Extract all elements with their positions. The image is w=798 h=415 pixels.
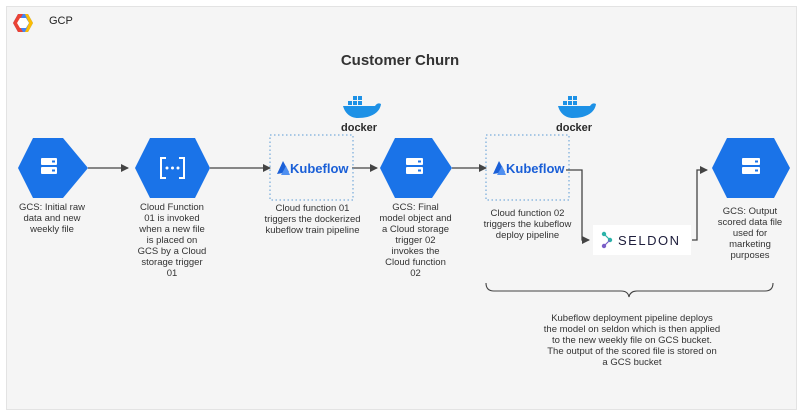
gcs-raw-node bbox=[18, 138, 88, 198]
cf01-caption: Cloud Function 01 is invoked when a new … bbox=[137, 202, 207, 279]
kubeflow-deploy-caption: Cloud function 02 triggers the kubeflow … bbox=[483, 208, 572, 241]
diagram-frame bbox=[6, 6, 797, 410]
kubeflow-train-caption: Cloud function 01 triggers the dockerize… bbox=[264, 203, 361, 236]
gcs-model-caption: GCS: Final model object and a Cloud stor… bbox=[379, 202, 452, 279]
kubeflow-train-node: Kubeflow bbox=[269, 134, 354, 201]
deployment-brace bbox=[485, 282, 774, 298]
storage-icon bbox=[742, 158, 760, 174]
cloud-function-01-node bbox=[135, 138, 210, 198]
gcs-raw-caption: GCS: Initial raw data and new weekly fil… bbox=[19, 202, 85, 235]
kubeflow-logo-icon bbox=[493, 161, 506, 175]
diagram-title: Customer Churn bbox=[340, 52, 460, 69]
docker-label-train: docker bbox=[341, 122, 378, 134]
arrow-kubeflow-deploy-to-seldon bbox=[566, 169, 590, 244]
kubeflow-train-label: Kubeflow bbox=[290, 161, 349, 176]
docker-whale-icon bbox=[558, 96, 596, 118]
kubeflow-logo-icon bbox=[277, 161, 290, 175]
kubeflow-deploy-label: Kubeflow bbox=[506, 161, 565, 176]
gcs-output-node bbox=[712, 138, 790, 198]
gcp-label: GCP bbox=[49, 15, 73, 27]
seldon-logo-icon bbox=[601, 231, 613, 249]
gcs-output-caption: GCS: Output scored data file used for ma… bbox=[717, 206, 783, 261]
seldon-node: SELDON bbox=[593, 225, 691, 255]
storage-icon bbox=[41, 158, 57, 174]
docker-label-deploy: docker bbox=[556, 122, 593, 134]
gcp-logo-icon bbox=[13, 14, 33, 32]
docker-logo-train: docker bbox=[341, 96, 381, 134]
kubeflow-deploy-node: Kubeflow bbox=[485, 134, 570, 201]
docker-logo-deploy: docker bbox=[556, 96, 596, 134]
arrow-seldon-to-gcs-output bbox=[692, 166, 708, 241]
gcs-model-node bbox=[380, 138, 452, 198]
seldon-label: SELDON bbox=[618, 233, 680, 248]
storage-icon bbox=[406, 158, 423, 174]
docker-whale-icon bbox=[343, 96, 381, 118]
brace-note: Kubeflow deployment pipeline deploys the… bbox=[543, 313, 721, 368]
cloud-function-icon bbox=[160, 157, 185, 179]
